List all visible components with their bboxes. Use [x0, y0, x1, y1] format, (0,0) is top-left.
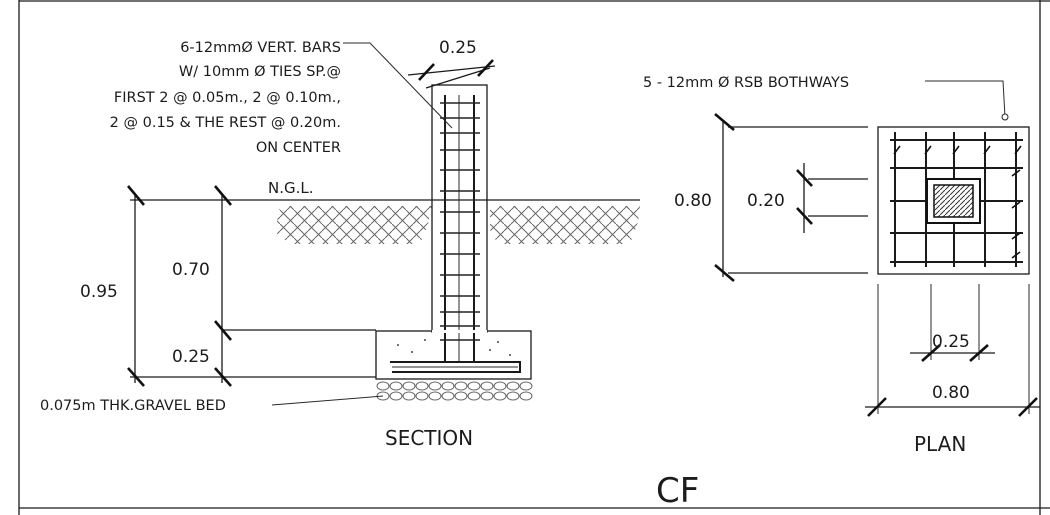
- plan-column-v-label: 0.20: [747, 191, 785, 211]
- dim-footing-label: 0.25: [172, 347, 210, 367]
- plan-view: 5 - 12mm Ø RSB BOTHWAYS: [643, 75, 1040, 456]
- plan-height-dimension: 0.80: [674, 113, 868, 282]
- plan-column-v-dimension: 0.20: [747, 163, 868, 233]
- plan-rebar-grid: [890, 132, 1023, 267]
- note-line-4: 2 @ 0.15 & THE REST @ 0.20m.: [110, 115, 341, 131]
- plan-column: [926, 178, 981, 224]
- rebar-note: 5 - 12mm Ø RSB BOTHWAYS: [643, 75, 849, 91]
- column-width-dimension: 0.25: [407, 38, 496, 81]
- section-view: N.G.L.: [40, 38, 640, 450]
- plan-footing-outline: [877, 126, 1030, 275]
- section-title: SECTION: [385, 426, 473, 450]
- plan-column-h-dimension: 0.25: [910, 284, 995, 362]
- plan-title: PLAN: [914, 432, 966, 456]
- plan-width-dimension: 0.80: [865, 284, 1040, 417]
- note-leader: [343, 42, 453, 129]
- sheet-border: [18, 0, 1050, 515]
- pedestal-column: [425, 67, 491, 362]
- depth-dimensions: 0.95 0.70 0.25: [80, 185, 376, 387]
- note-line-3: FIRST 2 @ 0.05m., 2 @ 0.10m.,: [114, 90, 341, 106]
- footing-slab: [375, 330, 532, 380]
- ngl-label: N.G.L.: [268, 179, 314, 197]
- gravel-bed: [376, 381, 533, 401]
- dim-depth-label: 0.70: [172, 260, 210, 280]
- gravel-note: 0.075m THK.GRAVEL BED: [40, 398, 226, 414]
- column-ties: [440, 102, 480, 341]
- plan-rebar-marks: [893, 145, 1022, 259]
- plan-column-h-label: 0.25: [932, 332, 970, 352]
- note-line-5: ON CENTER: [256, 140, 341, 156]
- plan-width-label: 0.80: [932, 383, 970, 403]
- rebar-leader-dot: [1001, 113, 1009, 121]
- plan-height-label: 0.80: [674, 191, 712, 211]
- reinforcement-note: 6-12mmØ VERT. BARS W/ 10mm Ø TIES SP.@ F…: [110, 40, 453, 156]
- dim-total-label: 0.95: [80, 282, 118, 302]
- gravel-leader: [271, 395, 384, 406]
- note-line-1: 6-12mmØ VERT. BARS: [180, 40, 341, 56]
- rebar-leader: [925, 80, 1006, 118]
- sheet-label: CF: [656, 471, 699, 511]
- column-width-label: 0.25: [439, 38, 477, 58]
- note-line-2: W/ 10mm Ø TIES SP.@: [179, 64, 341, 80]
- ground-hatch: [275, 206, 640, 244]
